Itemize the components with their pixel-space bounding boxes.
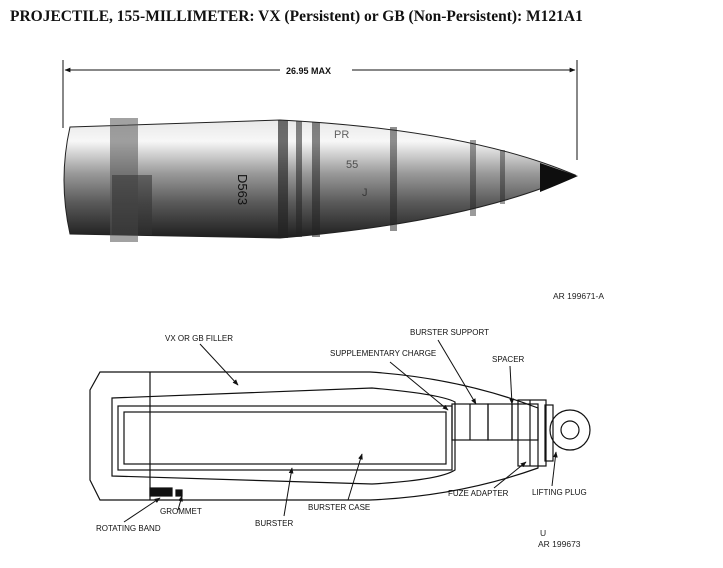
label-fuze-adapter: FUZE ADAPTER [448,489,509,498]
page-title: PROJECTILE, 155-MILLIMETER: VX (Persiste… [10,8,583,25]
svg-text:PR: PR [334,129,349,141]
label-spacer: SPACER [492,355,525,364]
svg-text:J: J [362,187,368,199]
dimension-line [62,60,578,160]
label-rotating-band: ROTATING BAND [96,524,161,533]
cutaway-reference-mark: U [540,528,546,538]
label-supplementary-charge: SUPPLEMENTARY CHARGE [330,349,436,358]
dimension-label: 26.95 MAX [286,66,331,76]
label-burster-case: BURSTER CASE [308,503,370,512]
cutaway-drawing [89,371,591,501]
photo-reference: AR 199671-A [553,291,604,301]
label-burster: BURSTER [255,519,293,528]
leader-lines [123,339,558,523]
label-filler: VX OR GB FILLER [165,334,233,343]
label-grommet: GROMMET [160,507,202,516]
stencil-text: D563 [235,174,250,205]
label-lifting-plug: LIFTING PLUG [532,488,587,497]
cutaway-reference: AR 199673 [538,539,581,549]
projectile-photo: PR 55 J [63,118,578,242]
svg-text:55: 55 [346,159,358,171]
label-burster-support: BURSTER SUPPORT [410,328,489,337]
